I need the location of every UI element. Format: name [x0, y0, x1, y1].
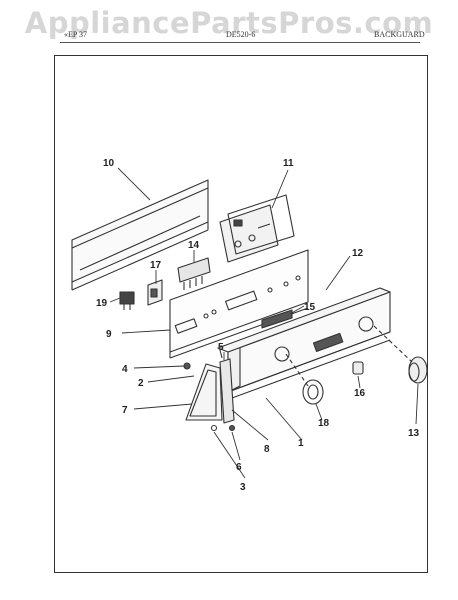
control-knob-part [408, 356, 428, 384]
callout-18-label: 18 [318, 418, 330, 429]
callout-16-label: 16 [354, 388, 366, 399]
header-left-text: «EP 37 [64, 30, 88, 39]
callout-11-label: 11 [283, 158, 294, 169]
screw-part-4 [183, 362, 191, 370]
bracket-part [147, 279, 163, 306]
clock-timer-part [219, 194, 295, 263]
header-rule [60, 42, 420, 43]
terminal-block-part [177, 257, 211, 290]
callout-7-label: 7 [122, 405, 128, 416]
lens-part [261, 309, 293, 329]
callout-2-label: 2 [138, 378, 144, 389]
diagram-frame [54, 55, 428, 573]
callout-10-label: 10 [103, 158, 115, 169]
callout-3-label: 3 [240, 482, 246, 493]
callout-15-label: 15 [304, 302, 316, 313]
callout-5-label: 5 [218, 342, 224, 353]
callout-4-label: 4 [122, 364, 128, 375]
screw-part-6 [228, 424, 236, 432]
watermark-text: AppliancePartsPros.com [24, 6, 434, 40]
bezel-ring-part [302, 379, 324, 405]
side-bracket-part [219, 349, 235, 424]
callout-9-label: 9 [106, 329, 112, 340]
callout-12-label: 12 [352, 248, 364, 259]
callout-19-label: 19 [96, 298, 108, 309]
switch-part [119, 291, 135, 310]
rear-panel-part [71, 179, 209, 291]
callout-8-label: 8 [264, 444, 270, 455]
small-knob-part [352, 361, 364, 375]
callout-6-label: 6 [236, 462, 242, 473]
end-cap-part [185, 363, 223, 432]
callout-17-label: 17 [150, 260, 162, 271]
callout-1-label: 1 [298, 438, 304, 449]
header-model-number: DE520-6 [226, 30, 256, 39]
callout-13-label: 13 [408, 428, 420, 439]
callout-14-label: 14 [188, 240, 200, 251]
header-section-title: BACKGUARD [374, 30, 425, 39]
